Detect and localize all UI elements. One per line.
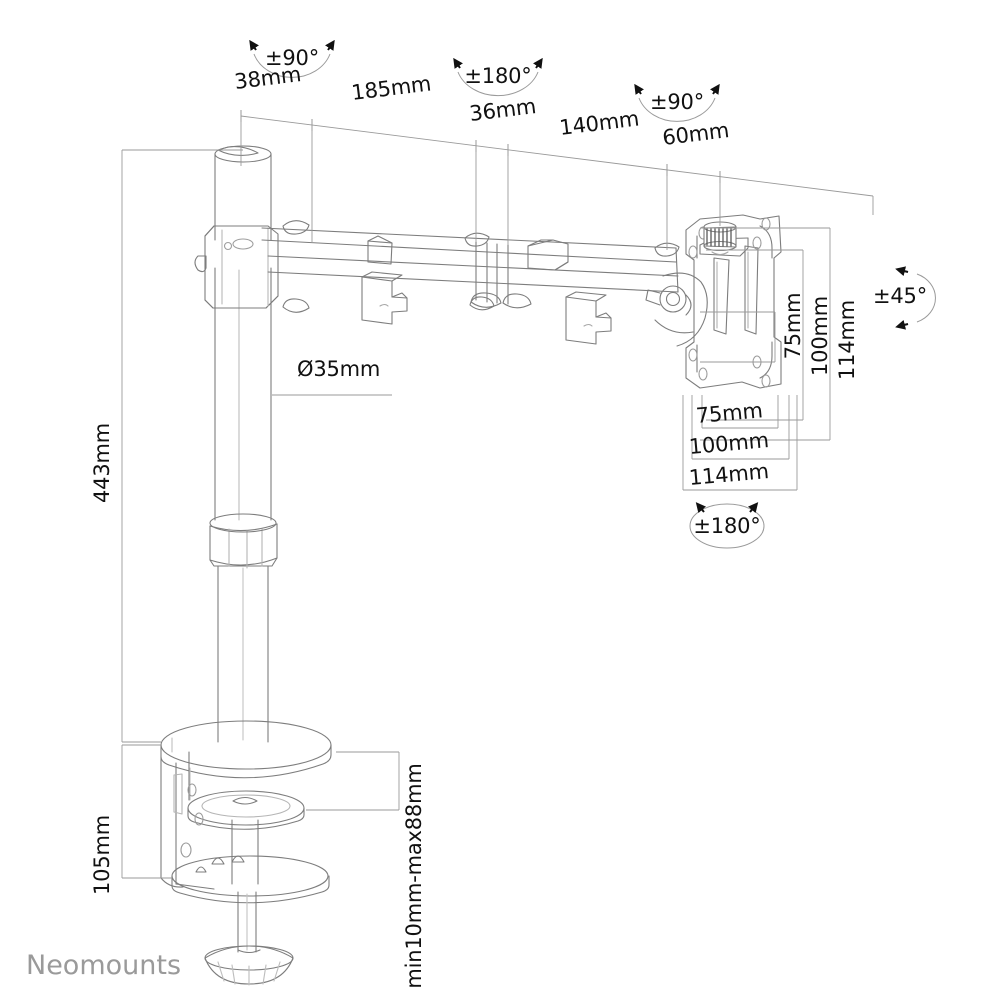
upper-arm-bar <box>261 220 680 345</box>
tilt-adjust-knob <box>703 221 737 252</box>
dimension-vesa-horizontal <box>682 395 798 491</box>
dimension-clamp-range <box>306 751 400 811</box>
badge-label-rot-arm-joint: ±180° <box>464 64 532 88</box>
dim-label-vesa-v-114mm: 114mm <box>835 300 859 380</box>
badge-arc-rot-top-pole <box>249 39 335 78</box>
dim-label-vesa-v-100mm: 100mm <box>808 296 832 376</box>
dimension-105 <box>121 744 172 879</box>
badge-label-rot-vesa-rotate: ±180° <box>693 514 761 538</box>
badge-label-rot-head-swivel: ±90° <box>649 90 705 114</box>
vesa-plate-graphic <box>685 214 782 389</box>
vertical-pole-graphic <box>209 145 278 743</box>
badge-arc-rot-head-swivel <box>634 83 720 122</box>
badge-arc-rot-vesa-rotate <box>689 502 765 549</box>
dimension-vesa-vertical <box>700 227 831 441</box>
tilt-head-assembly <box>645 272 708 347</box>
cable-clip <box>361 271 408 325</box>
dim-label-443mm: 443mm <box>90 423 114 503</box>
dimension-443 <box>121 149 243 743</box>
badge-arc-rot-arm-joint <box>453 57 543 97</box>
cable-clip-top <box>367 235 393 265</box>
badge-arc-rot-tilt <box>895 266 936 330</box>
dim-label-vesa-v-75mm: 75mm <box>781 292 805 360</box>
upper-arm-joint-block <box>194 225 279 309</box>
badge-label-rot-top-pole: ±90° <box>264 46 320 70</box>
cable-clip-top <box>527 239 569 271</box>
arm-mid-joint <box>470 241 532 309</box>
desk-clamp-graphic <box>160 720 332 986</box>
dim-label-diameter-35mm: Ø35mm <box>297 357 381 381</box>
top-dimension-chain <box>240 110 874 250</box>
dim-label-105mm: 105mm <box>90 815 114 895</box>
dim-label-clamp-range: min10mm-max88mm <box>402 763 426 989</box>
brand-logo: Neomounts <box>26 950 182 981</box>
badge-label-rot-tilt: ±45° <box>872 284 928 308</box>
cable-clip <box>565 291 612 345</box>
